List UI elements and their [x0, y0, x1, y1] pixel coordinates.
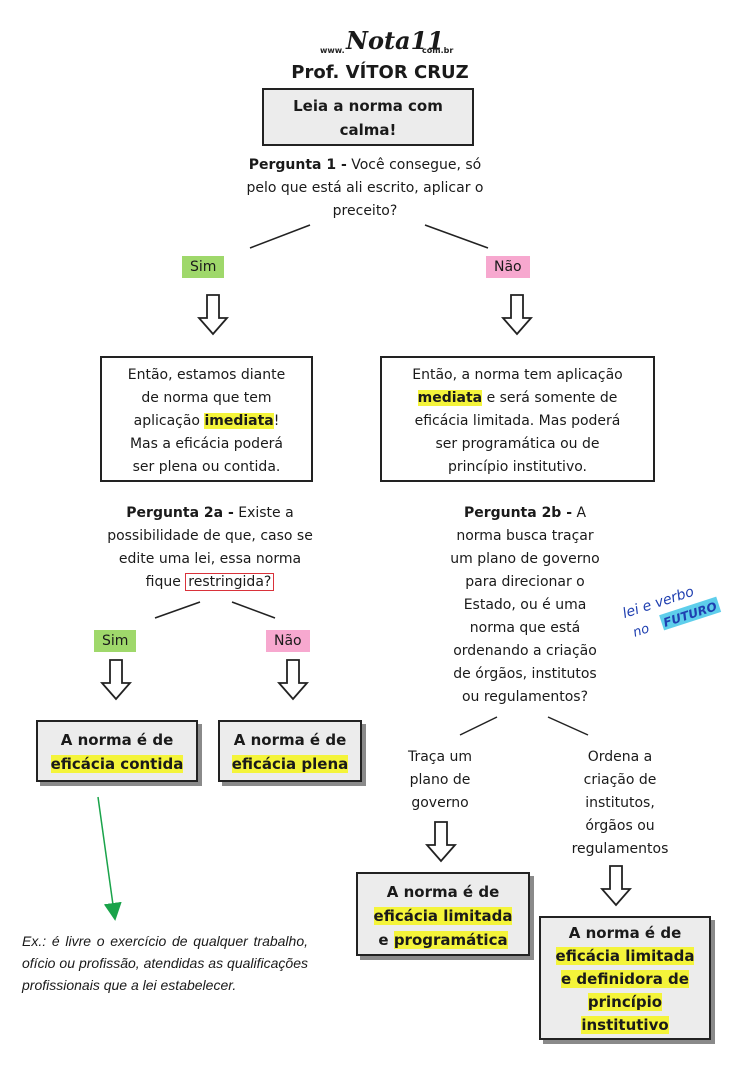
result-eficacia-plena: A norma é de eficácia plena — [218, 720, 362, 782]
tag-yes-1: Sim — [182, 256, 225, 278]
tag-yes-2a: Sim — [94, 630, 137, 652]
note-line-2-pre: no — [631, 621, 651, 640]
connector-q2b-traca — [459, 716, 498, 736]
connector-q2b-ordena — [547, 716, 589, 736]
boxed-word-restringida: restringida? — [185, 573, 275, 591]
connector-q1-yes — [249, 224, 311, 249]
tag-no-2a: Não — [266, 630, 310, 652]
question-1: Pergunta 1 - Você consegue, só pelo que … — [246, 157, 484, 219]
connector-q2a-yes — [154, 601, 201, 619]
branch-traca-plano: Traça um plano de governo — [407, 749, 473, 811]
arrow-down-ordena — [600, 865, 632, 907]
start-box: Leia a norma com calma! — [262, 88, 474, 146]
green-arrow-to-example — [97, 796, 122, 921]
site-logo: www. Nota11 com.br — [320, 26, 454, 55]
tag-no-1: Não — [486, 256, 530, 278]
immediate-application-box: Então, estamos diante de norma que tem a… — [100, 356, 313, 482]
arrow-down-sim1 — [197, 294, 229, 336]
result-eficacia-limitada-institutivo: A norma é de eficácia limitada e definid… — [539, 916, 711, 1040]
arrow-down-traca — [425, 821, 457, 863]
branch-ordena-criacao: Ordena a criação de institutos, órgãos o… — [571, 749, 669, 857]
handwritten-note-drawing: lei e verbo no FUTURO — [621, 584, 722, 641]
handwritten-note: lei e verbo no FUTURO — [620, 574, 730, 644]
mediate-application-box: Então, a norma tem aplicação mediata e s… — [380, 356, 655, 482]
connector-q2a-no — [231, 601, 276, 619]
question-2a: Pergunta 2a - Existe a possibilidade de … — [107, 505, 313, 591]
arrow-down-nao1 — [501, 294, 533, 336]
connector-q1-no — [424, 224, 489, 249]
arrow-down-nao2a — [277, 659, 309, 701]
example-text: Ex.: é livre o exercício de qualquer tra… — [22, 933, 308, 993]
question-2b: Pergunta 2b - A norma busca traçar um pl… — [450, 505, 600, 705]
result-eficacia-contida: A norma é de eficácia contida — [36, 720, 198, 782]
note-highlight-mark — [659, 596, 722, 631]
author-name: Prof. VÍTOR CRUZ — [291, 62, 469, 83]
result-eficacia-limitada-programatica: A norma é de eficácia limitada e program… — [356, 872, 530, 956]
arrow-down-sim2a — [100, 659, 132, 701]
